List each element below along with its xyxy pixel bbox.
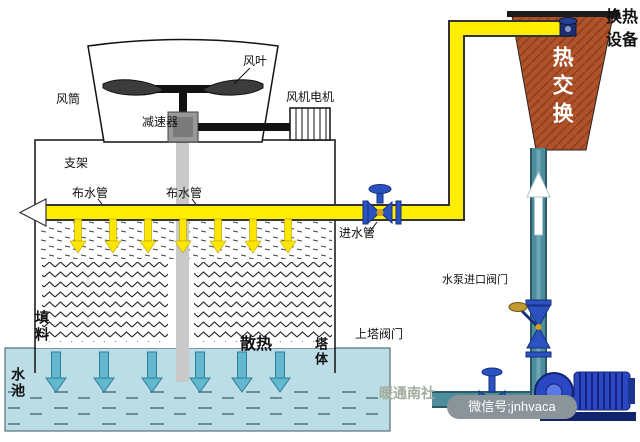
drive-shaft (176, 142, 189, 382)
fan-stack (87, 38, 279, 143)
reducer-gearbox-inner (173, 117, 193, 137)
pool-label: 水池 (10, 367, 27, 399)
exchanger-top-valve (558, 17, 578, 37)
fan-crossbar (126, 85, 240, 93)
fan-shaft (179, 92, 187, 116)
fan-motor-label: 风机电机 (286, 90, 335, 104)
fan-blade-label: 风叶 (243, 54, 268, 68)
water-arrow (93, 351, 115, 393)
water-arrow (231, 351, 253, 393)
fan-blade-left (102, 79, 166, 96)
motor-ribs (579, 373, 623, 409)
valve-handwheel-icon (368, 184, 392, 194)
spray-arrow (69, 218, 87, 254)
fan-blade-right (200, 79, 264, 96)
motor-link-bar (198, 123, 290, 131)
fill-material-right (194, 262, 332, 342)
support-label: 支架 (64, 156, 89, 170)
spray-arrow (139, 218, 157, 254)
fan-blade-leader (233, 67, 251, 85)
water-arrow (45, 351, 67, 393)
fan-motor (198, 107, 331, 141)
pump-base (540, 412, 636, 421)
fill-label: 填料 (34, 310, 51, 344)
spray-arrow (104, 218, 122, 254)
heat-exchanger-top-plate (507, 11, 619, 17)
upper-tower-valve-label: 上塔阀门 (355, 327, 404, 341)
spray-arrow (209, 218, 227, 254)
spray-arrow (244, 218, 262, 254)
spray-arrow (174, 218, 192, 254)
dist-pipe-right-label: 布水管 (166, 186, 203, 200)
dist-pipe-left-label: 布水管 (72, 186, 109, 200)
spray-arrow (279, 218, 297, 254)
valve-handwheel-icon (481, 367, 503, 377)
pool-ripple-dashes (8, 386, 386, 428)
fill-material-left (42, 262, 168, 342)
water-arrow (141, 351, 163, 393)
tower-body-label: 塔体 (312, 337, 328, 367)
water-arrow (189, 351, 211, 393)
spray-arrows (69, 218, 297, 254)
reducer-label: 减速器 (142, 115, 179, 129)
heat-exchange-label: 热交换 (550, 46, 574, 130)
riser-gate-valve (508, 299, 552, 358)
falling-water-arrows (45, 351, 291, 393)
water-arrow (269, 351, 291, 393)
heat-exchanger (507, 11, 619, 151)
inlet-pipe-label: 进水管 (339, 226, 376, 240)
pipe-outlet-arrow (18, 198, 47, 227)
watermark-badge: 微信号;jnhvaca (447, 395, 577, 419)
valve-handwheel-icon (508, 302, 528, 312)
heat-dissipation-label: 散热 (240, 336, 273, 353)
watermark-wechat-id: 微信号;jnhvaca (468, 398, 556, 414)
tower-inlet-gate-valve (362, 184, 402, 225)
hot-water-pipe (18, 20, 572, 227)
watermark-text: 暖通南社 (379, 385, 435, 401)
heat-exchanger-hatch (512, 16, 613, 150)
pump-inlet-valve-label: 水泵进口阀门 (442, 274, 508, 286)
heat-exchange-equipment-label: 换热设备 (606, 9, 639, 50)
motor-coil-stripes (295, 108, 327, 140)
air-duct-label: 风筒 (56, 92, 81, 106)
